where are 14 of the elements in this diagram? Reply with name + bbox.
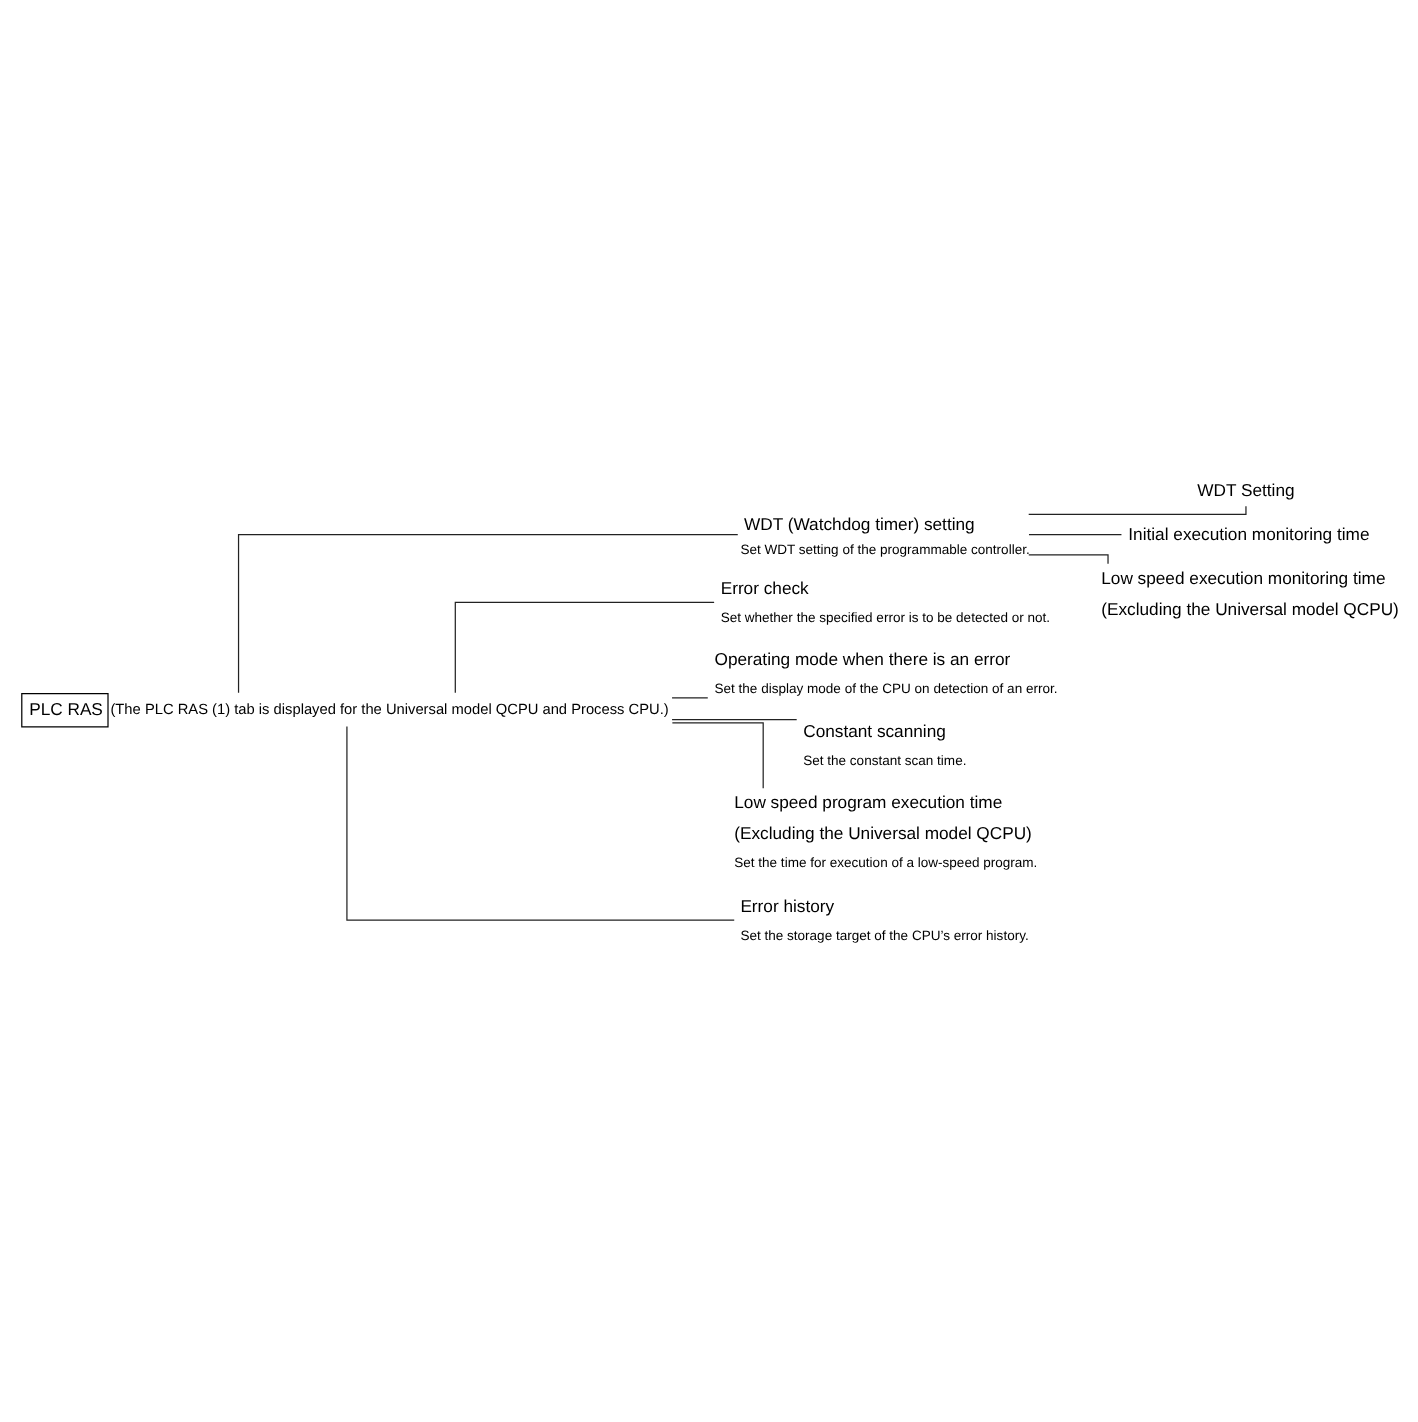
connector (1028, 533, 1123, 535)
connector (671, 721, 764, 788)
node-text: WDT Setting (1197, 478, 1295, 499)
connector (1028, 504, 1247, 514)
node-text: Initial execution monitoring time (1128, 522, 1370, 543)
connector (454, 600, 715, 693)
node-text: WDT (Watchdog timer) setting (744, 512, 975, 533)
node-text: Low speed execution monitoring time (Excluding the Universal model QCPU) (1101, 567, 1399, 618)
connector (1028, 553, 1109, 564)
connector (671, 718, 798, 720)
node-box: PLC RAS (21, 691, 109, 727)
connector (346, 724, 735, 920)
connector (237, 533, 739, 693)
connector (671, 696, 709, 698)
